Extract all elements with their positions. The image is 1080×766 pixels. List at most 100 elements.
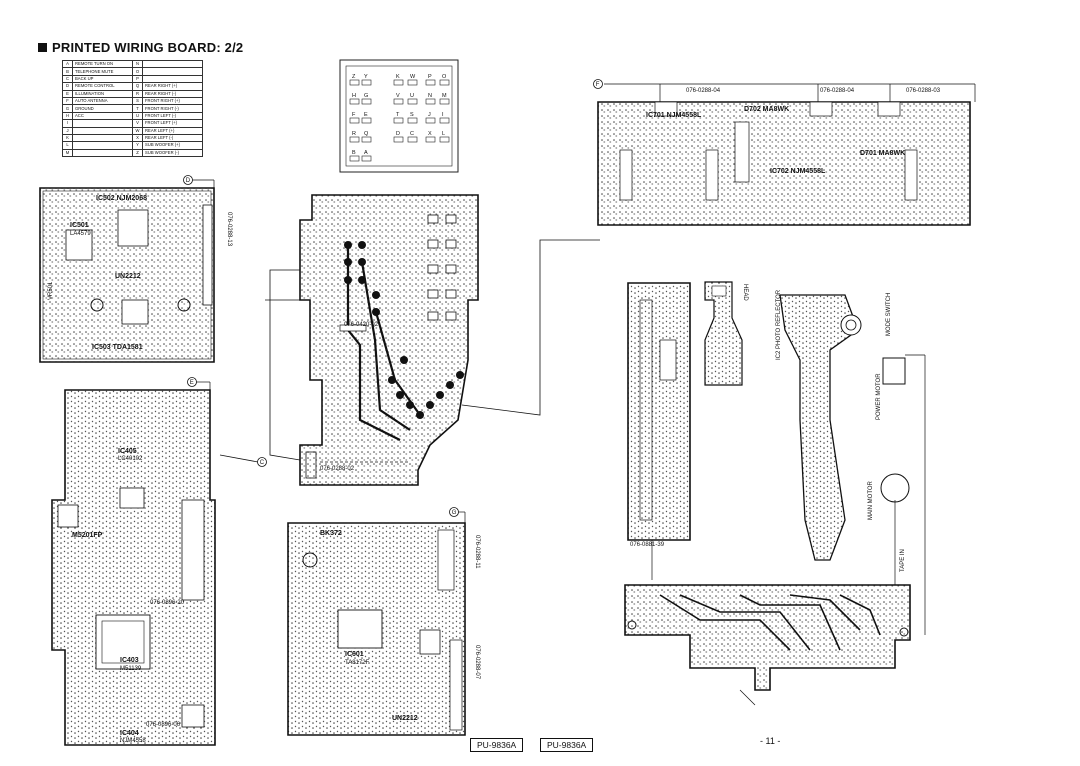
connector-pin [407, 117, 418, 124]
board-f-ic-c: IC702 NJM4558L [770, 168, 826, 175]
connector-pin-letter: Q [364, 131, 369, 137]
connector-pin-letter: X [428, 131, 432, 137]
connector-pin-letter: P [428, 74, 432, 80]
photo-reflector-board [627, 282, 691, 580]
board-d-ic-b: UN2212 [115, 273, 141, 280]
head-flex [704, 281, 743, 386]
connector-pin-letter: F [352, 112, 356, 118]
board-e-ic-c: IC404 [120, 730, 139, 737]
board-marker-letter: E [190, 380, 194, 386]
connector-pin-letter: J [428, 112, 431, 118]
tape-in-label: TAPE IN [900, 549, 906, 572]
connector-pin-letter: K [396, 74, 400, 80]
board-marker-letter: F [596, 82, 600, 88]
board-f [597, 83, 976, 226]
connector-pin-letter: A [364, 150, 368, 156]
board-e-code: 076-0896-20 [150, 600, 185, 606]
board-f-ic-d: D701 MA8WK [860, 150, 906, 157]
board-e [51, 381, 216, 746]
board-g-ic-c: BK372 [320, 530, 342, 537]
board-d-vr: VR501 [48, 281, 54, 300]
board-d-ic-c: IC503 TDA1581 [92, 344, 143, 351]
connector-pin [425, 136, 436, 143]
connector-pin [361, 155, 372, 162]
connector-pin-letter: B [352, 150, 356, 156]
board-e-ic-a: IC405 [118, 448, 137, 455]
board-d-code: 076-0288-13 [226, 212, 232, 247]
main-board-lower [624, 584, 911, 706]
connector-pin-letter: G [364, 93, 368, 99]
board-marker-letter: D [186, 178, 191, 184]
mode-switch-flex [779, 294, 926, 635]
connector-pin [361, 136, 372, 143]
board-e-ic-b: IC403 [120, 657, 139, 664]
connector-pin-letter: M [442, 93, 447, 99]
board-marker-circle [593, 79, 603, 89]
connector-pin [439, 136, 450, 143]
connector-pin-letter: R [352, 131, 356, 137]
connector-pin [349, 155, 360, 162]
title-bullet-icon [38, 43, 47, 52]
board-f-ic-b: D702 MA8WK [744, 106, 790, 113]
connector-pin-letter: N [428, 93, 432, 99]
board-f-code2: 076-0288-03 [906, 88, 941, 94]
connector-pin-letter: L [442, 131, 445, 137]
board-d [39, 179, 215, 363]
board-c [219, 194, 600, 486]
page-title-text: PRINTED WIRING BOARD: 2/2 [52, 40, 244, 55]
part-number-1: PU-9836A [470, 738, 524, 752]
board-g-ic-b: UN2212 [392, 715, 418, 722]
connector-pin [407, 136, 418, 143]
connector-pin [393, 79, 404, 86]
connector-pin-letter: H [352, 93, 356, 99]
connector-pin-letter: D [396, 131, 400, 137]
board-marker-circle [257, 457, 267, 467]
connector-pin [393, 98, 404, 105]
board-marker-circle [183, 175, 193, 185]
connector-pin [349, 117, 360, 124]
connector-pin [361, 98, 372, 105]
board-f-code-b: 076-0288-04 [820, 88, 855, 94]
connector-pin-letter: S [410, 112, 414, 118]
head-label: HEAD [742, 284, 748, 301]
part-number-2: PU-9836A [540, 738, 594, 752]
connector-pin [361, 79, 372, 86]
photo-reflector-label: IC2 PHOTO REFLECTOR [776, 289, 782, 360]
legend-value: SUB WOOFER (-) [142, 148, 203, 158]
connector-pin [439, 79, 450, 86]
board-f-ic-a: IC701 NJM4558L [646, 112, 702, 119]
board-g-code: 076-0288-11 [474, 535, 480, 569]
connector-pin-letter: Z [352, 74, 356, 80]
connector-pin-letter: Y [364, 74, 368, 80]
power-motor-label: POWER MOTOR [876, 373, 882, 420]
connector-pin [439, 98, 450, 105]
board-g [287, 511, 466, 736]
board-e-ic-d: M5201FP [72, 532, 103, 539]
board-c-code: 076-0420-02 [344, 322, 379, 328]
connector-pin-letter: W [410, 74, 416, 80]
connector-pin [425, 98, 436, 105]
board-marker-circle [449, 507, 459, 517]
board-d-ic-main: IC502 NJM2068 [96, 195, 147, 202]
board-e-ic-b-part: M51139 [120, 666, 142, 672]
board-marker-letter: G [452, 510, 457, 516]
page-number: - 11 - [760, 736, 781, 746]
connector-pin-letter: I [442, 112, 444, 118]
main-motor-label: MAIN MOTOR [868, 481, 874, 520]
connector-pin [349, 79, 360, 86]
connector-pin-letter: C [410, 131, 414, 137]
connector-pin [407, 79, 418, 86]
connector-pin-letter: T [396, 112, 400, 118]
board-g-code2: 076-0288-07 [474, 645, 480, 680]
board-d-ic-a-part: LA4579 [70, 231, 91, 237]
connector-pin [349, 136, 360, 143]
board-e-ic-a-part: LC40102 [118, 456, 143, 462]
connector-pin [393, 117, 404, 124]
connector-pin [393, 136, 404, 143]
connector-pin [361, 117, 372, 124]
